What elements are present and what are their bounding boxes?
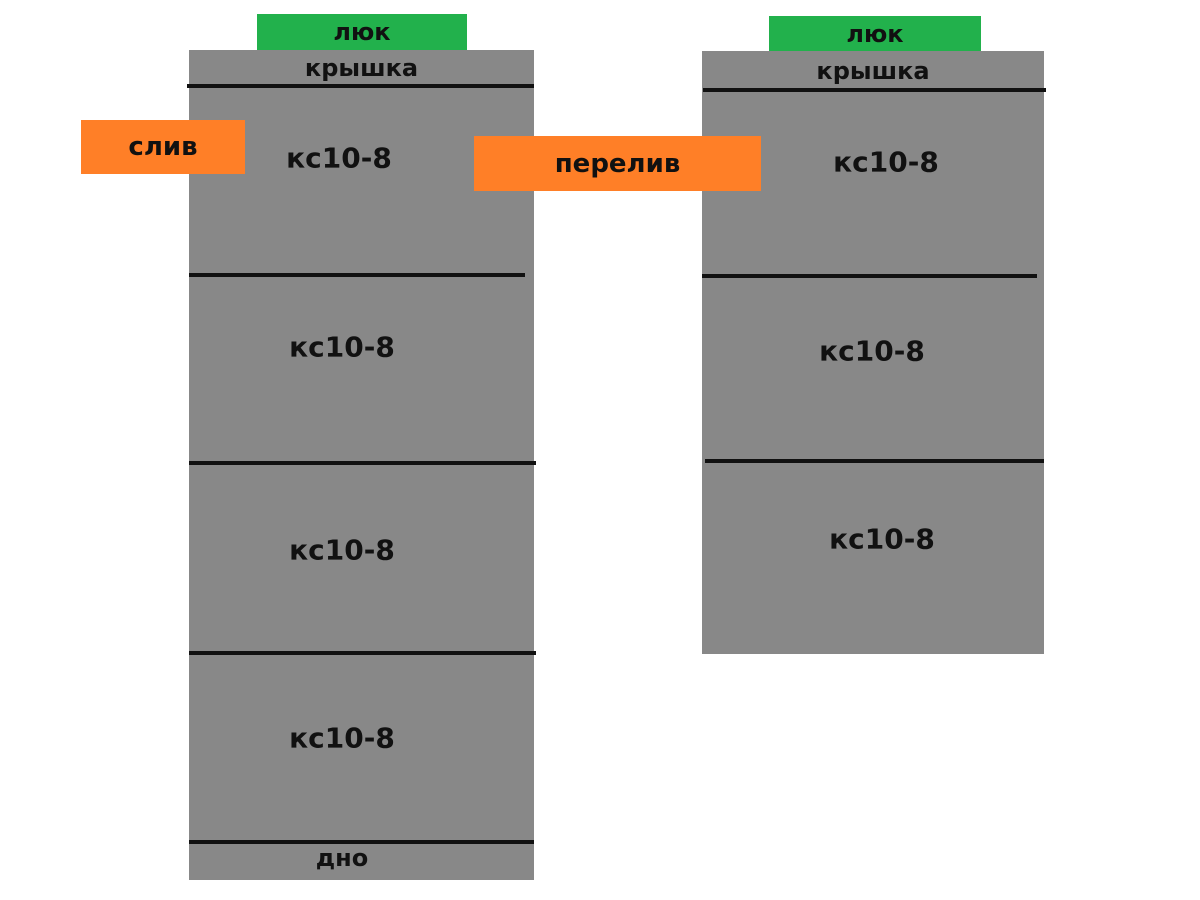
left-ring-2-label: кс10-8 [289, 330, 395, 364]
left-seam-3 [189, 651, 536, 655]
overflow-pipe: перелив [474, 136, 761, 191]
right-ring-3-label: кс10-8 [829, 522, 935, 556]
right-ring-1: кс10-8 [736, 92, 1036, 232]
right-seam-cover [703, 88, 1046, 92]
drain-pipe-label: слив [128, 132, 198, 162]
left-ring-3: кс10-8 [189, 465, 495, 635]
left-hatch: люк [257, 14, 467, 50]
left-seam-1 [189, 273, 525, 277]
left-ring-1-label: кс10-8 [286, 141, 392, 175]
overflow-pipe-label: перелив [554, 148, 681, 179]
right-hatch: люк [769, 16, 981, 51]
right-ring-2-label: кс10-8 [819, 334, 925, 368]
right-ring-2: кс10-8 [722, 278, 1022, 424]
left-seam-bottom [189, 840, 534, 844]
left-ring-2: кс10-8 [189, 277, 495, 417]
right-hatch-label: люк [846, 19, 904, 48]
right-ring-3: кс10-8 [732, 463, 1032, 615]
left-bottom-label: дно [315, 844, 369, 872]
right-cover-label: крышка [816, 57, 930, 85]
left-seam-2 [189, 461, 536, 465]
drain-pipe: слив [81, 120, 245, 174]
right-seam-1 [702, 274, 1037, 278]
left-ring-3-label: кс10-8 [289, 533, 395, 567]
right-cover: крышка [702, 51, 1044, 89]
left-ring-1: кс10-8 [189, 88, 489, 228]
right-seam-2 [705, 459, 1044, 463]
left-cover: крышка [189, 50, 534, 86]
left-ring-4-label: кс10-8 [289, 721, 395, 754]
right-ring-1-label: кс10-8 [833, 145, 939, 179]
left-seam-cover [187, 84, 534, 88]
left-cover-label: крышка [304, 54, 419, 82]
left-ring-4: кс10-8 [189, 655, 495, 820]
left-hatch-label: люк [333, 18, 391, 46]
left-bottom: дно [189, 844, 495, 880]
